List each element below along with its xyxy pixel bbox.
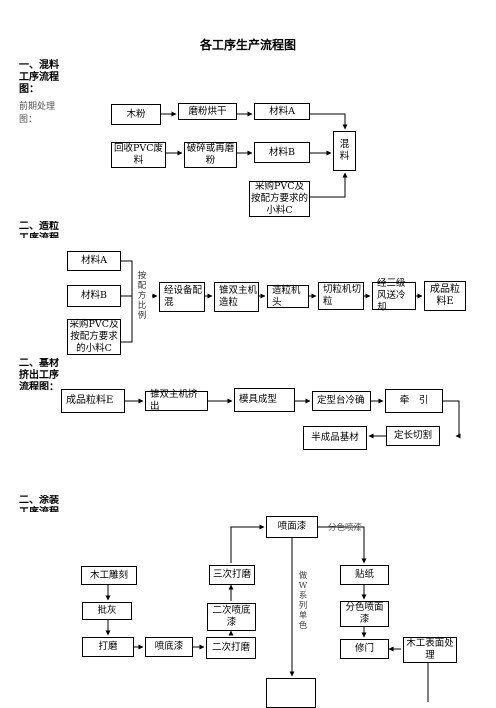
box-twin-screw-extrude: 锥双主机挤出	[145, 389, 208, 412]
section-heading-mixing: 一、混料工序流程图：	[19, 60, 59, 95]
box-sanding-3: 三次打磨	[209, 565, 255, 585]
ratio-label: 按配方比例	[137, 271, 147, 321]
mixing-label: 混料	[339, 139, 350, 162]
page-title: 各工序生产流程图	[199, 38, 296, 52]
box-mixer: 经设备配混	[159, 282, 205, 312]
box-pellet-material-b: 材料B	[67, 285, 121, 307]
box-mixing: 混料	[333, 131, 356, 171]
box-primer-2: 二次喷底漆	[207, 603, 256, 631]
single-color-label: 做W系列单色	[298, 571, 308, 631]
box-pellet-head: 造粒机头	[267, 285, 309, 308]
box-wood-surface: 木工表面处理	[403, 637, 457, 663]
box-mold-forming: 模具成型	[234, 388, 295, 412]
box-grind-dry: 磨粉烘干	[178, 103, 237, 120]
box-twin-screw-pellet: 锥双主机造粒	[214, 282, 259, 312]
box-recycled-pvc: 回收PVC废料	[111, 142, 166, 168]
box-putty: 批灰	[82, 602, 132, 620]
box-repair-door: 修门	[340, 639, 389, 659]
section-heading-extrusion: 二、基材挤出工序流程图：	[19, 358, 59, 390]
box-material-a: 材料A	[254, 103, 310, 120]
box-sticker: 贴纸	[340, 565, 389, 585]
box-haul-off: 牵 引	[385, 389, 443, 413]
pretreatment-note: 前期处理图：	[19, 102, 56, 125]
section-heading-coating: 二、涂装工序流程	[19, 495, 59, 512]
box-sanding-1: 打磨	[82, 637, 134, 657]
box-air-cooling: 经三级风送冷却	[372, 278, 416, 313]
box-bottom-partial	[266, 678, 316, 708]
box-input-pellet-e: 成品粒料E	[61, 389, 125, 413]
box-wood-carving: 木工雕刻	[81, 566, 137, 585]
section-heading-pelletizing: 二、造粒工序流程图	[19, 221, 59, 238]
box-pellet-material-a: 材料A	[67, 251, 121, 271]
box-calibration-cooling: 定型台冷确	[312, 391, 371, 411]
box-sanding-2: 二次打磨	[206, 637, 256, 659]
box-pellet-material-c: 采购PVC及按配方要求的小料C	[67, 319, 121, 355]
box-spray-topcoat: 喷面漆	[266, 516, 318, 538]
box-pellet-cutter: 切粒机切粒	[318, 282, 364, 310]
box-finished-pellet-e: 成品粒料E	[424, 281, 466, 311]
box-wood-powder: 木粉	[111, 104, 161, 125]
split-color-spray-label: 分色喷漆	[328, 523, 363, 533]
box-primer: 喷底漆	[145, 637, 193, 657]
box-semi-finished: 半成品基材	[303, 426, 367, 450]
box-cut-to-length: 定长切割	[386, 426, 440, 446]
box-crush-regrind: 破碎或再磨粉	[184, 142, 237, 168]
box-purchased-pvc: 采购PVC及按配方要求的小料C	[249, 181, 310, 217]
box-material-b: 材料B	[254, 142, 310, 163]
box-split-topcoat: 分色喷面漆	[340, 601, 389, 627]
